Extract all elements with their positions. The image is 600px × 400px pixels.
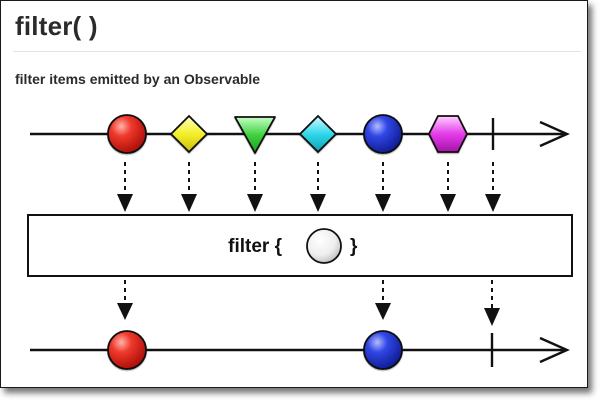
input-timeline-arrowhead — [539, 120, 570, 148]
input-marble-magenta-hexagon — [427, 115, 469, 153]
operator-label-start: filter { — [228, 236, 282, 257]
input-arrowhead-5 — [375, 194, 391, 212]
output-arrowhead-1 — [117, 303, 133, 320]
title-divider — [13, 51, 581, 52]
input-arrowheads — [117, 194, 501, 212]
input-arrowhead-completion — [485, 194, 501, 212]
output-marbles — [107, 330, 403, 370]
output-arrowhead-2 — [375, 303, 391, 320]
input-marble-green-triangle — [234, 116, 276, 154]
page-subtitle: filter items emitted by an Observable — [15, 71, 261, 87]
page-title: filter( ) — [15, 11, 98, 41]
input-marble-yellow-diamond — [169, 114, 209, 154]
operator-box-rect — [27, 214, 573, 277]
output-marble-red-circle — [107, 330, 147, 370]
input-arrowhead-6 — [440, 194, 456, 212]
input-marbles — [107, 114, 469, 154]
input-arrowhead-4 — [310, 194, 326, 212]
output-timeline-arrowhead — [539, 336, 570, 364]
output-marble-blue-circle — [363, 330, 403, 370]
white-circle-icon — [306, 228, 342, 264]
input-marble-red-circle — [107, 114, 147, 154]
input-marble-cyan-diamond — [298, 114, 338, 154]
output-arrows — [124, 280, 493, 308]
output-arrowhead-completion — [484, 308, 500, 326]
input-arrows — [124, 162, 494, 194]
input-marble-blue-circle — [363, 114, 403, 154]
operator-box: filter { } — [27, 214, 573, 277]
input-arrowhead-2 — [181, 194, 197, 212]
output-arrowheads — [117, 303, 500, 326]
operator-label-end: } — [350, 236, 358, 257]
input-arrowhead-3 — [247, 194, 263, 212]
input-arrowhead-1 — [117, 194, 133, 212]
